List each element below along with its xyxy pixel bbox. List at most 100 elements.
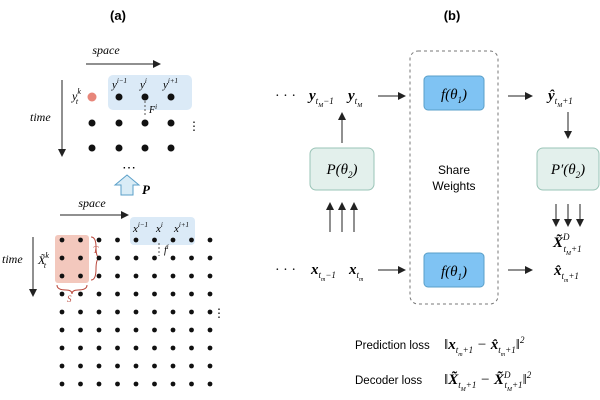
grid-dot [189, 363, 194, 369]
grid-dot [189, 273, 194, 279]
grid-dot [115, 327, 120, 333]
up-arrow-icon [113, 174, 141, 196]
y-tM-1-label: ytM−1 [307, 88, 334, 109]
decoder-loss-label: Decoder loss [355, 375, 422, 387]
y-next-label: yi+1 [162, 77, 178, 91]
grid-dot [133, 255, 139, 261]
grid-dot [170, 309, 176, 315]
grid-dot [96, 255, 102, 261]
grid-dot [96, 237, 102, 243]
vdots-top: ⋮ [188, 119, 200, 133]
grid-dot [189, 291, 194, 297]
prediction-loss-label: Prediction loss [355, 340, 430, 352]
grid-dot [207, 345, 213, 351]
space-axis-label-bottom: space [78, 196, 106, 210]
grid-dot [59, 345, 65, 351]
grid-dot [170, 345, 176, 351]
grid-dot [96, 273, 102, 279]
grid-dot [189, 237, 194, 243]
grid-dot [78, 363, 83, 369]
grid-dot [133, 345, 139, 351]
top-dot [115, 93, 123, 101]
x-next-label: xi+1 [173, 221, 189, 235]
grid-dot [59, 327, 65, 333]
grid-dot [115, 381, 120, 387]
grid-dot [96, 309, 102, 315]
grid-dot [96, 345, 102, 351]
y-prev-label: yi−1 [111, 77, 127, 91]
y-cur-label: yi [139, 77, 147, 91]
time-axis-label-bottom: time [2, 252, 23, 266]
T-label: T [93, 245, 99, 255]
grid-dot [115, 273, 120, 279]
P-prime-theta2-box [536, 147, 600, 191]
grid-dot [189, 327, 194, 333]
S-brace [56, 284, 88, 295]
f-theta1-top-label: f(θ1) [441, 87, 467, 105]
grid-dot [59, 273, 65, 279]
grid-dot [152, 255, 157, 261]
bottom-row-dots: · · · [275, 263, 296, 278]
grid-dot [133, 309, 139, 315]
top-dot-grid [88, 119, 175, 152]
prediction-loss-formula: ‖xtm+1 − x̂tm+1‖2 [444, 335, 525, 358]
hdots-top: ⋯ [122, 161, 136, 176]
grid-dot [133, 237, 139, 243]
F-label: Fi [148, 103, 157, 116]
top-row-dots: · · · [275, 89, 296, 104]
grid-dot [207, 291, 213, 297]
grid-dot [152, 273, 157, 279]
grid-dot [78, 291, 83, 297]
grid-dot [133, 273, 139, 279]
grid-dot [152, 381, 157, 387]
share-weights-line2: Weights [432, 179, 475, 193]
grid-dot [96, 327, 102, 333]
grid-dot [115, 363, 120, 369]
grid-dot [170, 237, 176, 243]
x-tm-label: xtm [348, 262, 364, 283]
grid-dot [207, 255, 213, 261]
grid-dot [59, 381, 65, 387]
x-cur-label: xi [155, 221, 163, 235]
grid-dot [207, 363, 213, 369]
bottom-dot-grid [59, 237, 213, 387]
grid-dot [152, 237, 157, 243]
grid-dot [115, 237, 120, 243]
grid-dot [152, 363, 157, 369]
grid-dot [59, 237, 65, 243]
grid-dot [207, 273, 213, 279]
time-axis-label-top: time [30, 110, 51, 124]
grid-dot [78, 273, 83, 279]
grid-dot [152, 291, 157, 297]
P-prime-theta2-label: P′(θ2) [550, 162, 585, 180]
S-label: S [67, 294, 72, 304]
grid-dot [78, 237, 83, 243]
grid-dot [78, 255, 83, 261]
grid-dot [59, 255, 65, 261]
xhat-label: x̂tm+1 [553, 263, 579, 284]
P-label: P [142, 182, 151, 197]
y-tM-label: ytM [346, 88, 363, 109]
top-highlight-box [108, 75, 192, 110]
grid-dot [115, 345, 120, 351]
x-prev-label: xi−1 [132, 221, 148, 235]
grid-dot [78, 309, 83, 315]
yhat-label: ŷtM+1 [546, 88, 573, 109]
grid-dot [78, 381, 83, 387]
grid-dot [133, 291, 139, 297]
grid-dot [170, 291, 176, 297]
grid-dot [189, 255, 194, 261]
P-theta2-label: P(θ2) [325, 162, 357, 180]
grid-dot [59, 363, 65, 369]
grid-dot [133, 327, 139, 333]
grid-dot [170, 255, 176, 261]
top-dot [141, 93, 149, 101]
grid-dot [170, 327, 176, 333]
grid-dot [115, 255, 120, 261]
